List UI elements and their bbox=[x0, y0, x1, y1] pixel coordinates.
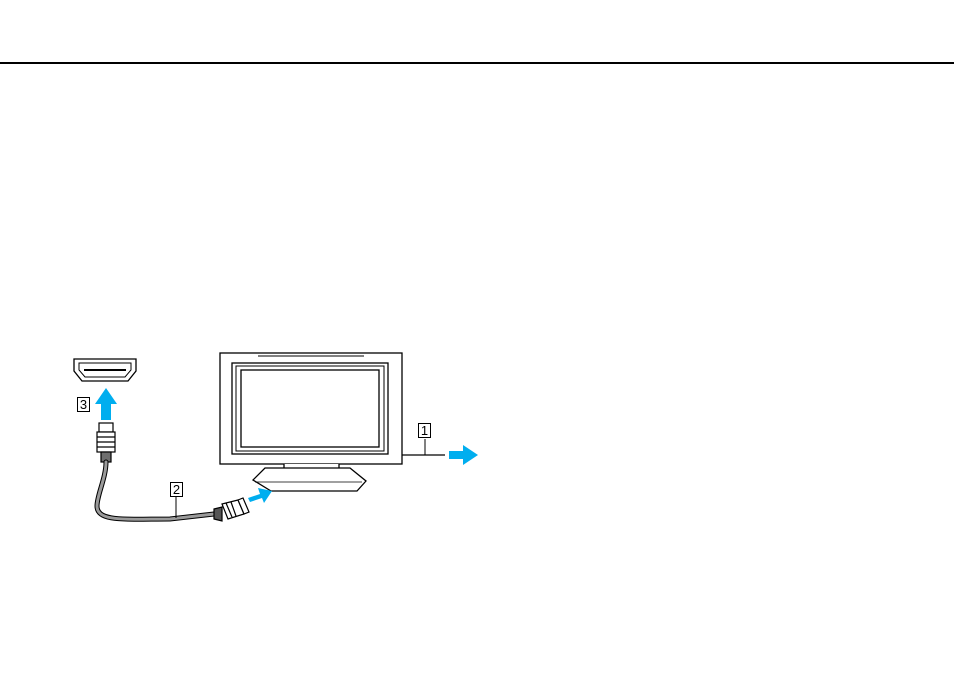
flat-panel-tv-icon bbox=[220, 353, 402, 491]
blue-arrow-icon bbox=[248, 488, 272, 503]
blue-arrow-icon bbox=[95, 388, 117, 420]
callout-label-1: 1 bbox=[418, 423, 431, 438]
callout-label-2: 2 bbox=[170, 482, 183, 497]
hdmi-cable bbox=[97, 462, 214, 519]
callout-1-leader bbox=[402, 439, 445, 455]
blue-arrow-icon bbox=[449, 445, 478, 465]
hdmi-port-icon bbox=[74, 359, 136, 381]
callout-label-3: 3 bbox=[77, 397, 90, 412]
hdmi-plug-icon bbox=[97, 423, 115, 462]
hdmi-plug-icon bbox=[214, 498, 249, 521]
